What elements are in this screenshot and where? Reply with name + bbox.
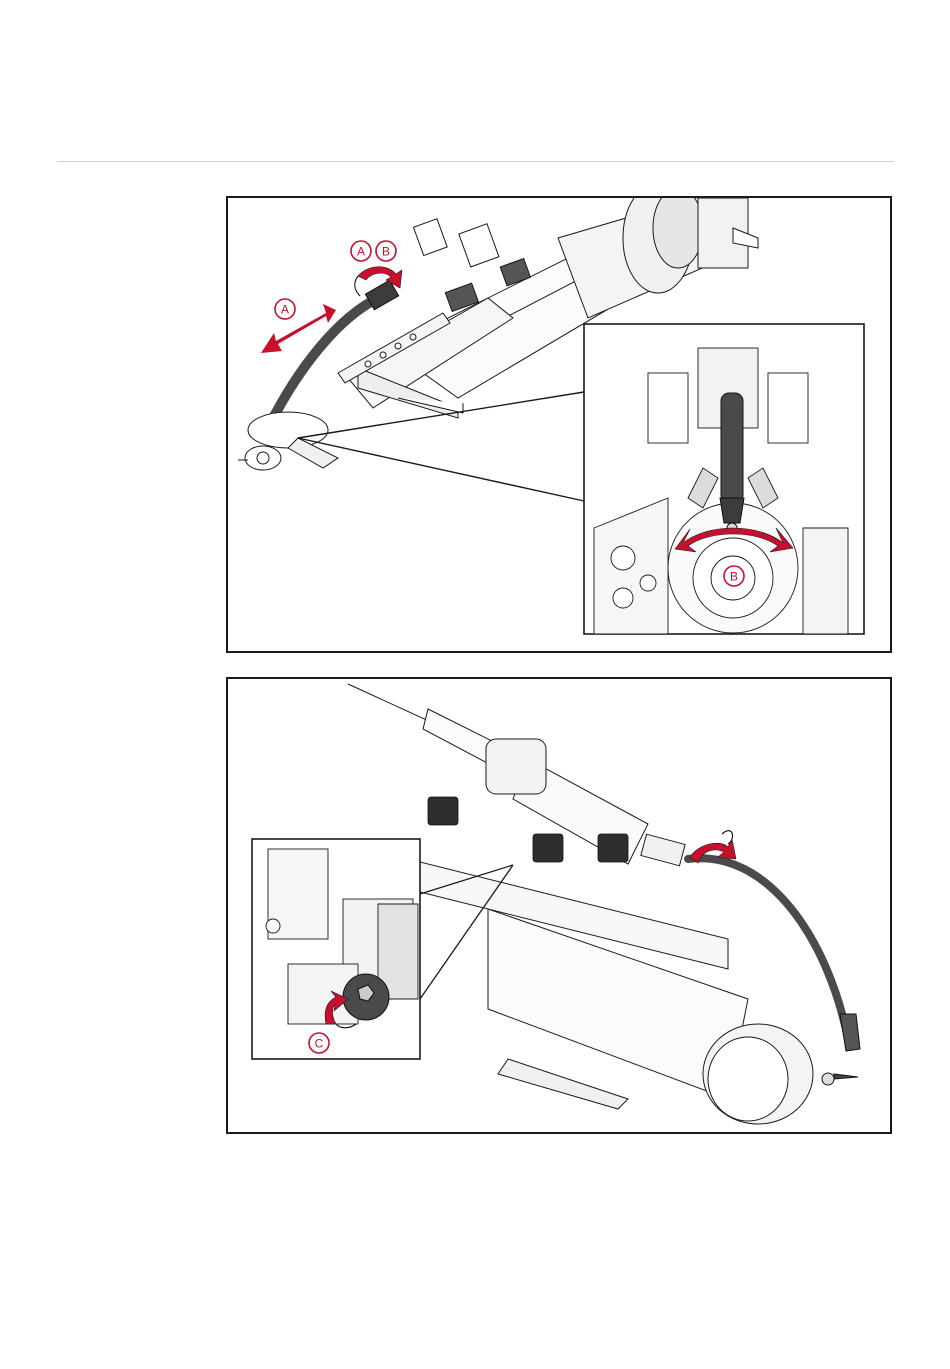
callout-a-slide-label: A: [281, 303, 289, 317]
header-rule: [57, 161, 894, 162]
zoom-line-bottom: [298, 438, 584, 501]
callout-b-rotate-label: B: [730, 570, 738, 584]
callout-b-rotate: B: [724, 566, 744, 586]
callout-c-label: C: [315, 1037, 324, 1051]
figure-2-illustration: C: [228, 679, 892, 1134]
figure-torch-hose-adjustment: A A B: [226, 196, 892, 653]
detail-inset: B: [584, 324, 864, 634]
callout-c: C: [309, 1033, 329, 1053]
callout-a-turn: A: [351, 241, 371, 261]
front-nozzle: [238, 412, 338, 470]
zoom-line-top: [298, 392, 584, 438]
figure-clamp-screw: C: [226, 677, 892, 1134]
callout-b-turn-label: B: [382, 245, 390, 259]
callout-b-turn: B: [376, 241, 396, 261]
callout-a-turn-label: A: [357, 245, 365, 259]
screw-detail-inset: C: [252, 839, 420, 1059]
figure-1-illustration: A A B: [228, 198, 892, 653]
callout-a-slide: A: [275, 299, 295, 319]
